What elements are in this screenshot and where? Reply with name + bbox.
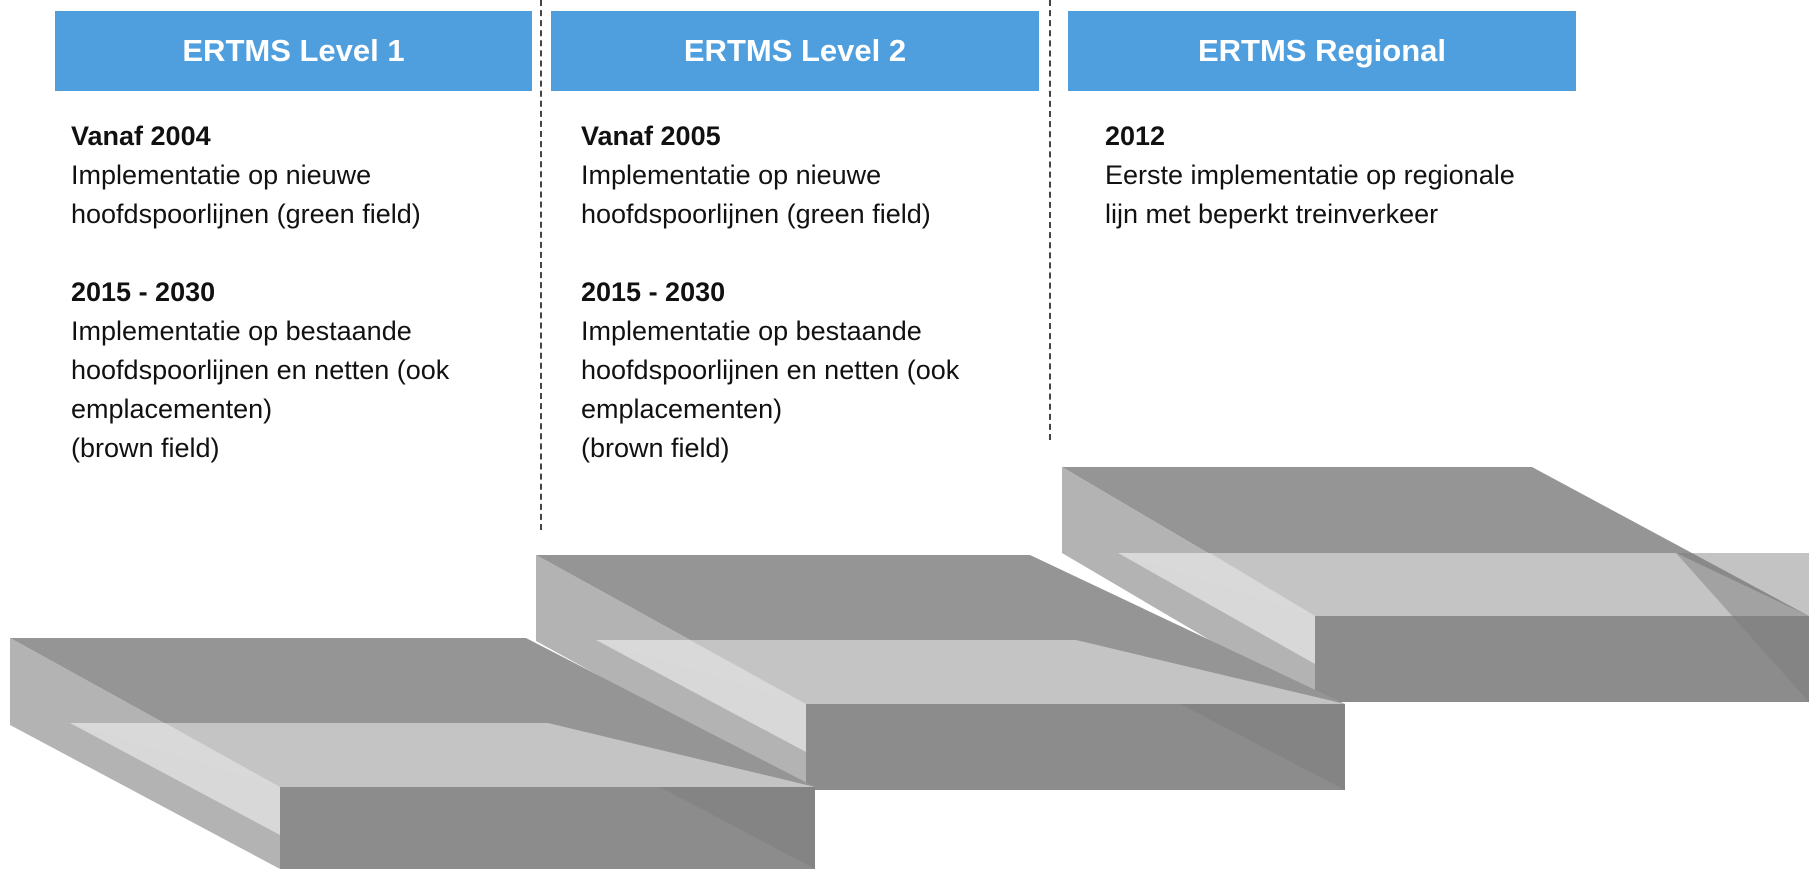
step-1 [10, 638, 815, 869]
step-1-shine [70, 723, 280, 835]
step-2-shadow [1180, 704, 1345, 790]
column-1-entry-1-desc: Implementatie op nieuwe hoofdspoorlijnen… [71, 160, 421, 229]
step-3-shine [1118, 553, 1315, 664]
column-2-header: ERTMS Level 2 [551, 11, 1039, 91]
column-1-header: ERTMS Level 1 [55, 11, 532, 91]
column-divider-2 [1049, 0, 1051, 440]
column-3-entry-1-desc: Eerste implementatie op regionale lijn m… [1105, 160, 1515, 229]
column-2-title: ERTMS Level 2 [683, 33, 907, 68]
column-2-entry-1-desc: Implementatie op nieuwe hoofdspoorlijnen… [581, 160, 931, 229]
column-3-entry-1-year: 2012 [1105, 121, 1166, 151]
step-3-shadow [1676, 553, 1809, 702]
column-2-content: Vanaf 2005 Implementatie op nieuwe hoofd… [581, 117, 1021, 468]
step-3 [1062, 467, 1809, 702]
step-1-front [280, 787, 815, 869]
step-1-highlight [70, 723, 815, 787]
column-3-title: ERTMS Regional [1197, 33, 1446, 68]
step-3-highlight [1118, 553, 1809, 616]
column-3-header: ERTMS Regional [1068, 11, 1576, 91]
step-2-shine [596, 640, 806, 752]
column-divider-1 [540, 0, 542, 530]
column-2-entry-1-year: Vanaf 2005 [581, 121, 721, 151]
column-1-entry-2-year: 2015 - 2030 [71, 277, 216, 307]
column-1-entry-1-year: Vanaf 2004 [71, 121, 211, 151]
step-2-highlight [596, 640, 1345, 704]
step-2 [536, 555, 1345, 790]
column-2-entry-2-year: 2015 - 2030 [581, 277, 726, 307]
column-1-entry-2-desc: Implementatie op bestaande hoofdspoorlij… [71, 316, 450, 463]
step-2-front [806, 704, 1345, 790]
column-1-title: ERTMS Level 1 [182, 33, 405, 68]
step-3-front [1315, 616, 1809, 702]
column-1-content: Vanaf 2004 Implementatie op nieuwe hoofd… [71, 117, 511, 468]
step-1-shadow [660, 787, 815, 869]
column-2-entry-2-desc: Implementatie op bestaande hoofdspoorlij… [581, 316, 960, 463]
column-3-content: 2012 Eerste implementatie op regionale l… [1105, 117, 1575, 234]
